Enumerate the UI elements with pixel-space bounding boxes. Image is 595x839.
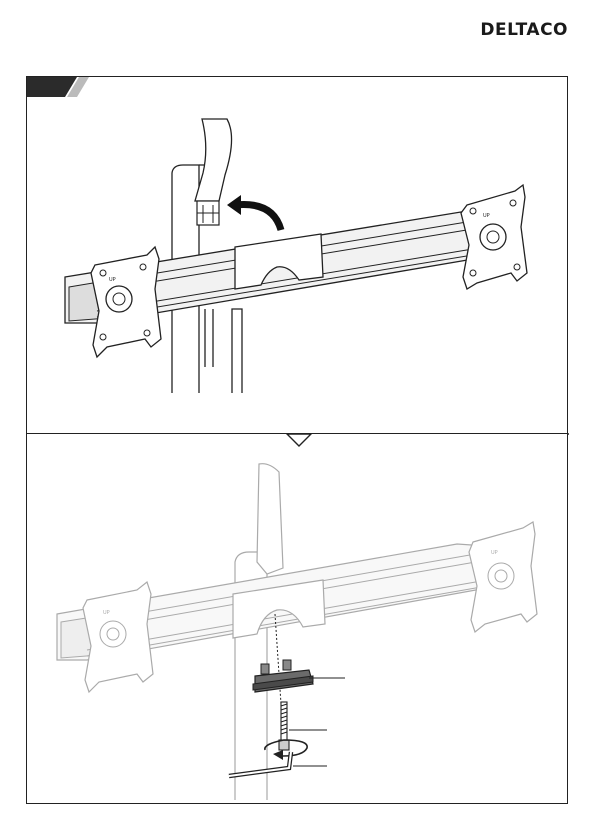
- brand-logo: DELTACO: [480, 20, 568, 40]
- arrow-up: [235, 205, 281, 230]
- svg-text:UP: UP: [109, 277, 116, 283]
- clamp-block: [253, 660, 313, 692]
- vesa-plate-left-faded: UP: [83, 582, 153, 692]
- svg-text:UP: UP: [483, 213, 490, 219]
- svg-text:UP: UP: [491, 550, 498, 556]
- vesa-plate-left: UP: [91, 247, 161, 357]
- threaded-bolt: [279, 702, 289, 750]
- svg-text:UP: UP: [103, 610, 110, 616]
- step-panel-bottom: UP UP: [26, 433, 568, 804]
- divider-notch: [287, 434, 311, 446]
- step-panel-top: UP UP: [26, 76, 568, 434]
- arm-upper: [195, 119, 232, 201]
- vesa-plate-right-faded: UP: [469, 522, 537, 632]
- illustration-tighten-clamp: UP UP: [27, 434, 569, 805]
- illustration-attach-crossbar: UP UP: [27, 77, 569, 435]
- vesa-plate-right: UP: [461, 185, 527, 289]
